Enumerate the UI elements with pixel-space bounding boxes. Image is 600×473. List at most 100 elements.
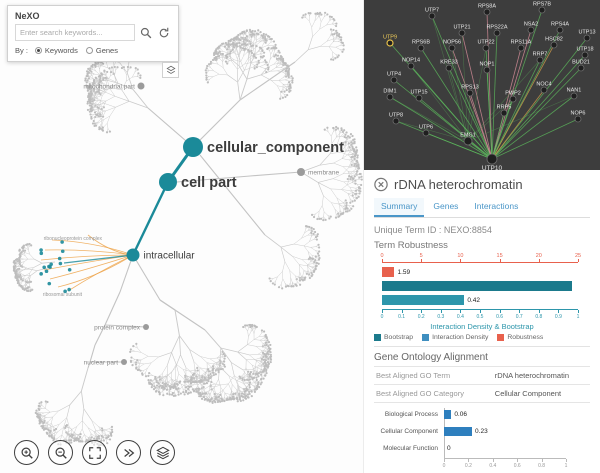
tree-node[interactable] [121, 359, 127, 365]
gene-node-utp13[interactable]: UTP13 [578, 30, 596, 42]
layers-button[interactable] [150, 440, 175, 465]
go-alignment-heading: Gene Ontology Alignment [374, 352, 488, 363]
alignment-axis-tick: 1 [564, 463, 568, 469]
svg-text:BUD21: BUD21 [572, 60, 590, 66]
tree-node[interactable] [143, 324, 149, 330]
layers-mini-button[interactable] [162, 62, 179, 78]
bottom-axis-tick: 0.7 [515, 314, 523, 320]
tree-tiny-label: ribosomal subunit [43, 292, 83, 298]
term-id-row: Unique Term ID : NEXO:8854 [374, 225, 590, 235]
search-icon[interactable] [139, 26, 153, 40]
tree-node[interactable] [297, 168, 305, 176]
term-node-label: intracellular [144, 251, 196, 262]
gene-node-utp15[interactable]: UTP15 [410, 90, 428, 102]
fit-to-screen-button[interactable] [82, 440, 107, 465]
svg-text:RRP5: RRP5 [497, 105, 512, 111]
gene-node-utp21[interactable]: UTP21 [453, 25, 471, 37]
svg-text:NSA2: NSA2 [524, 22, 538, 28]
gene-node-rps7b[interactable]: RPS7B [533, 2, 551, 14]
bottom-axis-tick: 0 [380, 314, 384, 320]
gene-node-emg1[interactable]: EMG1 [460, 133, 476, 146]
gene-node-utp22[interactable]: UTP22 [477, 40, 495, 52]
gene-node-rps13[interactable]: RPS13 [461, 85, 479, 97]
gene-node-dim1[interactable]: DIM1 [383, 89, 397, 101]
gene-node-nan1[interactable]: NAN1 [567, 88, 582, 100]
gene-node-rps11a[interactable]: RPS11A [511, 40, 532, 52]
reset-search-icon[interactable] [157, 26, 171, 40]
gene-node-hsc82[interactable]: HSC82 [545, 37, 563, 49]
top-axis-tick: 0 [380, 253, 384, 259]
tab-summary[interactable]: Summary [374, 198, 425, 217]
bottom-axis-tick: 0.2 [417, 314, 425, 320]
zoom-in-button[interactable] [14, 440, 39, 465]
detail-tabs: Summary Genes Interactions [374, 198, 590, 218]
tree-node-label: mitochondrial part [83, 84, 135, 91]
radio-genes[interactable]: Genes [85, 46, 118, 55]
term-node-cell-part[interactable]: cell part [159, 173, 237, 191]
gene-node-utp4[interactable]: UTP4 [387, 72, 401, 84]
gene-node-rps4a[interactable]: RPS4A [551, 22, 569, 34]
gene-node-nop1[interactable]: NOP1 [480, 62, 495, 74]
alignment-bar [444, 427, 473, 436]
tree-node-label: protein complex [94, 325, 141, 332]
tree-tiny-label: ribonucleoprotein complex [44, 236, 103, 242]
zoom-out-button[interactable] [48, 440, 73, 465]
radio-keywords[interactable]: Keywords [34, 46, 78, 55]
gene-node-pwp2[interactable]: PWP2 [505, 91, 521, 103]
bottom-axis-tick: 0.1 [398, 314, 406, 320]
gene-node-rrp7[interactable]: RRP7 [533, 52, 548, 64]
svg-text:PWP2: PWP2 [505, 91, 521, 97]
gene-node-rps6b[interactable]: RPS6B [412, 40, 430, 52]
svg-text:UTP7: UTP7 [425, 8, 439, 14]
gene-node-utp18[interactable]: UTP18 [576, 47, 594, 59]
gene-node-nop14[interactable]: NOP14 [402, 58, 420, 70]
alignment-value-label: 0.06 [454, 411, 467, 418]
alignment-category-label: Molecular Function [383, 445, 438, 452]
gene-node-nsa2[interactable]: NSA2 [524, 22, 538, 34]
gene-node-nop6[interactable]: NOP6 [571, 111, 586, 123]
gene-node-utp9[interactable]: UTP9 [383, 35, 397, 47]
gene-node-noc4[interactable]: NOC4 [536, 82, 552, 94]
search-input[interactable] [15, 24, 135, 41]
zoom-controls [14, 440, 175, 465]
gene-node-utp7[interactable]: UTP7 [425, 8, 439, 20]
tab-genes[interactable]: Genes [433, 201, 459, 211]
term-node-intracellular[interactable]: intracellular [126, 248, 196, 262]
svg-text:UTP4: UTP4 [387, 72, 401, 78]
term-node-cellular-component[interactable]: cellular_component [183, 137, 344, 157]
gene-node-rps8a[interactable]: RPS8A [478, 4, 496, 16]
gene-node-rps22a[interactable]: RPS22A [486, 25, 508, 37]
robustness-bar-2 [382, 295, 465, 305]
term-id-value: NEXO:8854 [443, 225, 492, 235]
svg-text:RPS11A: RPS11A [511, 40, 532, 46]
svg-text:RPS4A: RPS4A [551, 22, 569, 28]
gene-node-kre33[interactable]: KRE33 [440, 60, 458, 72]
alignment-axis-tick: 0.4 [489, 463, 497, 469]
expand-collapse-button[interactable] [116, 440, 141, 465]
gene-node-bud21[interactable]: BUD21 [572, 60, 590, 72]
bar-value-label: 1.59 [397, 269, 411, 276]
legend-item: Bootstrap [374, 334, 413, 341]
tab-interactions[interactable]: Interactions [474, 201, 519, 211]
gene-node-utp8[interactable]: UTP8 [389, 113, 403, 125]
tree-node[interactable] [137, 82, 145, 90]
svg-text:KRE33: KRE33 [440, 60, 457, 66]
bottom-axis-tick: 0.4 [456, 314, 464, 320]
gene-node-utp10[interactable]: UTP10 [482, 153, 503, 170]
bottom-axis-tick: 0.3 [437, 314, 445, 320]
gene-node-utp6[interactable]: UTP6 [419, 125, 433, 137]
close-icon[interactable] [374, 177, 388, 192]
gene-node-nop56[interactable]: NOP56 [443, 40, 461, 52]
gene-node-rrp5[interactable]: RRP5 [497, 105, 512, 117]
svg-text:EMG1: EMG1 [460, 133, 476, 139]
